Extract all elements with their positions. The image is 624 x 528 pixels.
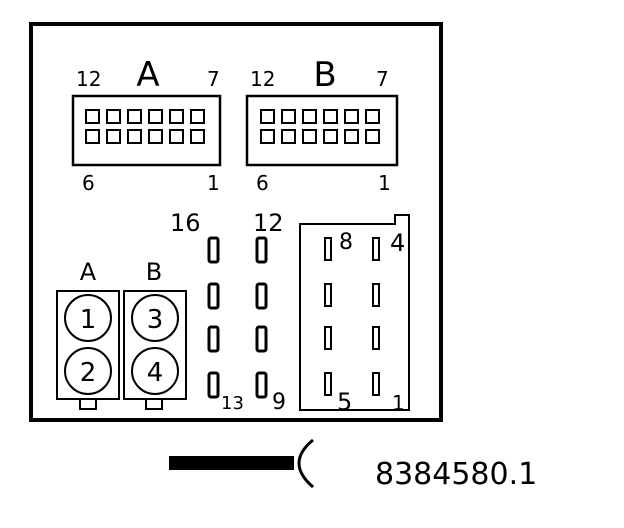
round-holder-b-lower-number: 4 (147, 358, 164, 388)
block-a-cavity (85, 109, 100, 124)
pin-column-left: 16 13 (170, 209, 244, 414)
connector-8-bottom-left-number: 5 (337, 388, 352, 416)
left-pin-terminal (207, 325, 220, 353)
round-holder-a-letter: A (80, 258, 97, 286)
block-a-cavity (127, 109, 142, 124)
block-a-cavity (148, 129, 163, 144)
block-b-cavity-grid (260, 109, 380, 144)
round-holder-b-tab (145, 398, 163, 410)
round-holder-b-upper-number: 3 (147, 305, 164, 335)
block-b-bottom-right-number: 1 (378, 171, 391, 195)
block-b-top-left-number: 12 (250, 67, 275, 91)
block-a-letter: A (136, 55, 159, 95)
block-a-top-left-number: 12 (76, 67, 101, 91)
round-holder-b-lower-socket (131, 347, 179, 395)
cable-end-bracket (297, 438, 314, 489)
block-a-cavity (169, 129, 184, 144)
connector-8-slot (324, 372, 332, 396)
connector-8-slot (372, 283, 380, 307)
round-holder-a-lower-number: 2 (80, 358, 97, 388)
block-b-cavity (281, 129, 296, 144)
block-a-cavity (169, 109, 184, 124)
reference-number: 8384580.1 (375, 457, 537, 492)
left-pin-terminal (207, 282, 220, 310)
block-b-cavity (281, 109, 296, 124)
block-a-cavity (190, 129, 205, 144)
vertical-pin-terminals (207, 236, 268, 399)
block-b-letter: B (313, 55, 336, 95)
block-a-housing (71, 94, 222, 167)
pin-column-right-top-number: 12 (253, 209, 284, 237)
connector-8-pin: 8 4 5 1 (299, 214, 410, 416)
block-b-cavity (323, 109, 338, 124)
block-b-cavity (302, 109, 317, 124)
left-pin-terminal (207, 371, 220, 399)
right-pin-terminal (255, 282, 268, 310)
block-b-cavity (365, 109, 380, 124)
pin-column-right-bottom-number: 9 (272, 390, 286, 415)
block-a-bottom-left-number: 6 (82, 171, 95, 195)
connector-8-terminal-slots (324, 237, 380, 396)
block-a-cavity (85, 129, 100, 144)
block-b-bottom-left-number: 6 (256, 171, 269, 195)
round-holder-a-tab (79, 398, 97, 410)
connector-block-b: B 12 7 6 1 (245, 55, 399, 195)
connector-8-top-left-number: 8 (339, 230, 353, 255)
block-b-cavity (260, 129, 275, 144)
right-pin-terminal (255, 236, 268, 264)
connector-8-slot (372, 237, 380, 261)
block-b-cavity (302, 129, 317, 144)
connector-8-slot (324, 237, 332, 261)
connector-8-bottom-right-number: 1 (392, 391, 405, 415)
connector-block-a: A 12 7 6 1 (71, 55, 222, 195)
round-holder-a: A 1 2 (56, 258, 120, 410)
block-b-cavity (260, 109, 275, 124)
block-a-cavity (148, 109, 163, 124)
pin-column-left-bottom-number: 13 (221, 393, 244, 414)
block-b-housing (245, 94, 399, 167)
block-a-cavity (190, 109, 205, 124)
block-a-top-right-number: 7 (207, 67, 220, 91)
block-b-cavity (323, 129, 338, 144)
round-holder-b-letter: B (146, 258, 162, 286)
connector-8-slot (324, 326, 332, 350)
cable-symbol (169, 438, 314, 489)
connector-8-slot (372, 372, 380, 396)
round-holder-a-lower-socket (64, 347, 112, 395)
round-holder-b: B 3 4 (123, 258, 187, 410)
pin-column-right: 12 9 (253, 209, 286, 415)
cable-bar (169, 456, 294, 470)
right-pin-terminal (255, 371, 268, 399)
right-pin-terminal (255, 325, 268, 353)
pin-column-left-top-number: 16 (170, 209, 201, 237)
round-holder-a-upper-number: 1 (80, 305, 97, 335)
left-pin-terminal (207, 236, 220, 264)
connector-8-housing (299, 214, 410, 411)
block-b-cavity (344, 129, 359, 144)
connector-8-top-right-number: 4 (390, 229, 405, 257)
outer-frame (29, 22, 443, 422)
round-holder-b-upper-socket (131, 294, 179, 342)
block-a-cavity (106, 129, 121, 144)
block-a-cavity-grid (85, 109, 205, 144)
block-a-cavity (106, 109, 121, 124)
block-b-cavity (365, 129, 380, 144)
connector-8-slot (324, 283, 332, 307)
round-holder-a-upper-socket (64, 294, 112, 342)
block-b-top-right-number: 7 (376, 67, 389, 91)
block-a-bottom-right-number: 1 (207, 171, 220, 195)
block-b-cavity (344, 109, 359, 124)
connector-8-slot (372, 326, 380, 350)
block-a-cavity (127, 129, 142, 144)
